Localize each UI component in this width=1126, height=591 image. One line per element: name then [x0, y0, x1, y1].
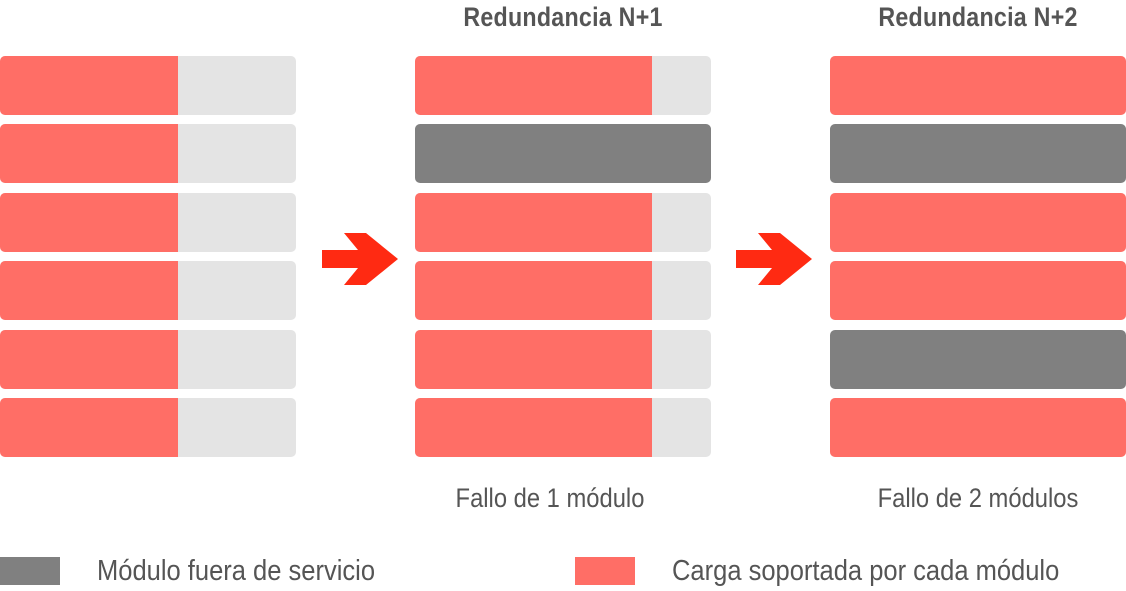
- caption-n-plus-1: Fallo de 1 módulo: [455, 483, 645, 513]
- module-load-fill: [0, 261, 178, 320]
- legend-label-load: Carga soportada por cada módulo: [672, 555, 1060, 587]
- column-title-n-plus-2: Redundancia N+2: [878, 2, 1078, 32]
- module-load-fill: [830, 193, 1126, 252]
- module-active: [415, 330, 711, 389]
- module-active: [415, 193, 711, 252]
- module-load-fill: [415, 330, 652, 389]
- module-load-fill: [415, 398, 652, 457]
- legend-label-failed: Módulo fuera de servicio: [97, 555, 376, 587]
- module-active: [830, 261, 1126, 320]
- module-active: [415, 56, 711, 115]
- module-active: [0, 56, 296, 115]
- module-load-fill: [830, 56, 1126, 115]
- module-load-fill: [830, 398, 1126, 457]
- module-load-fill: [0, 124, 178, 183]
- right-arrow-shape: [322, 233, 398, 285]
- right-arrow-icon: [322, 233, 398, 285]
- column-title-n-plus-1: Redundancia N+1: [463, 2, 663, 32]
- right-arrow-shape: [736, 233, 812, 285]
- module-load-fill: [0, 56, 178, 115]
- legend-swatch-failed: [0, 557, 60, 585]
- module-active: [830, 56, 1126, 115]
- module-active: [0, 124, 296, 183]
- module-load-fill: [415, 261, 652, 320]
- module-load-fill: [415, 193, 652, 252]
- module-active: [0, 193, 296, 252]
- caption-n-plus-2: Fallo de 2 módulos: [877, 483, 1079, 513]
- module-active: [830, 398, 1126, 457]
- module-load-fill: [0, 193, 178, 252]
- module-load-fill: [830, 261, 1126, 320]
- module-active: [0, 398, 296, 457]
- module-failed: [830, 330, 1126, 389]
- module-failed: [415, 124, 711, 183]
- module-active: [415, 398, 711, 457]
- module-load-fill: [415, 56, 652, 115]
- legend-swatch-load: [575, 557, 635, 585]
- module-load-fill: [0, 330, 178, 389]
- module-active: [0, 330, 296, 389]
- module-active: [830, 193, 1126, 252]
- module-failed: [830, 124, 1126, 183]
- module-active: [415, 261, 711, 320]
- module-active: [0, 261, 296, 320]
- module-load-fill: [0, 398, 178, 457]
- right-arrow-icon: [736, 233, 812, 285]
